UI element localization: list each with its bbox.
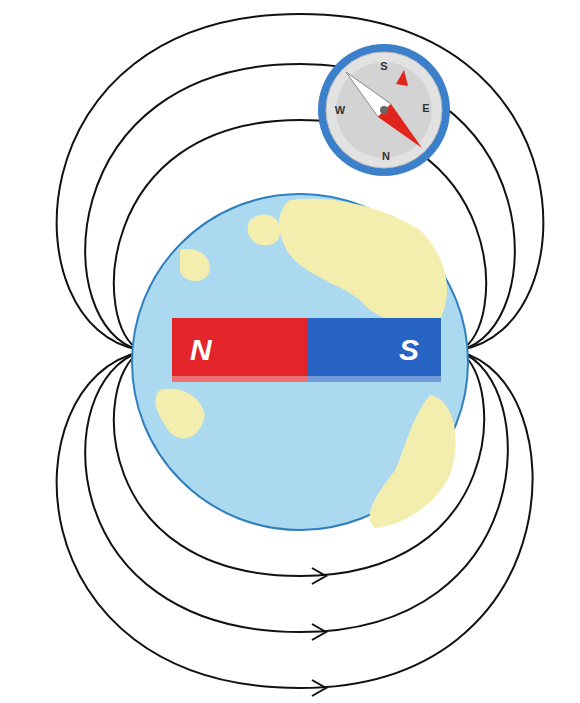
compass-letter: W <box>335 105 345 116</box>
compass-letter: S <box>380 61 387 72</box>
compass-letter: E <box>422 103 429 114</box>
arrowhead <box>312 568 326 584</box>
earth <box>132 194 468 530</box>
pole-letter: S <box>399 335 419 365</box>
pole-letter: N <box>190 335 212 365</box>
magnet-north-pole: N <box>172 318 308 382</box>
continents <box>155 199 455 528</box>
magnet-south-pole: S <box>308 318 441 382</box>
compass-letter: N <box>382 151 390 162</box>
arrowhead <box>312 680 326 696</box>
compass-dial: S E N W <box>318 44 450 176</box>
arrowhead <box>312 624 326 640</box>
compass <box>318 44 450 176</box>
